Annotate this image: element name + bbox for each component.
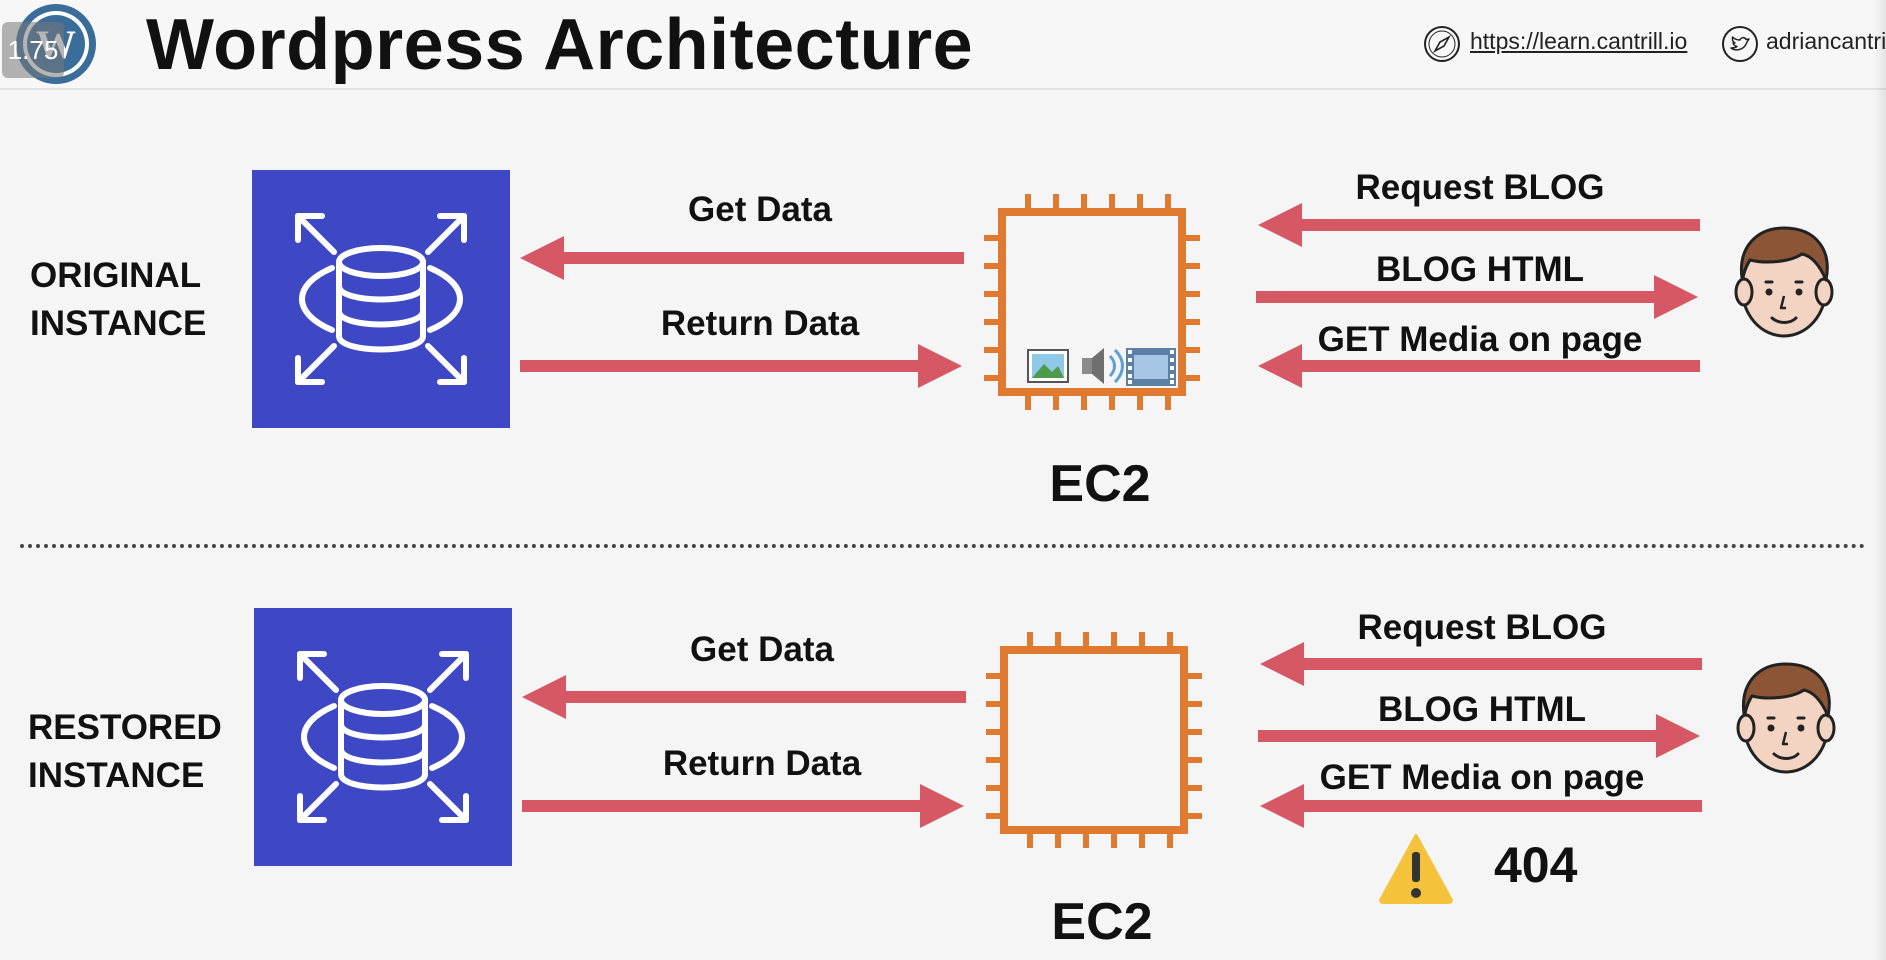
request-blog-label: Request BLOG (1355, 168, 1605, 207)
compass-icon (1424, 26, 1460, 62)
request-blog-arrow (1258, 203, 1700, 247)
page-title: Wordpress Architecture (146, 5, 974, 85)
return-data-arrow (520, 344, 962, 388)
speaker-icon (1082, 348, 1124, 384)
get-data-label: Get Data (688, 190, 832, 229)
user-face-icon (1736, 662, 1836, 774)
request-blog-label: Request BLOG (1357, 608, 1607, 647)
blog-html-label: BLOG HTML (1377, 690, 1587, 729)
return-data-label: Return Data (662, 744, 862, 783)
original-instance-label: ORIGINAL INSTANCE (30, 252, 206, 348)
section-divider (20, 544, 1866, 548)
get-media-arrow (1260, 784, 1702, 828)
ec2-label: EC2 (1051, 893, 1153, 951)
request-blog-arrow (1260, 642, 1702, 686)
ec2-chip-icon (986, 632, 1202, 848)
error-404-code: 404 (1494, 837, 1578, 893)
return-data-arrow (522, 784, 964, 828)
twitter-bird-icon (1722, 26, 1758, 62)
get-data-arrow (522, 675, 966, 719)
edge-shade (1874, 0, 1886, 960)
blog-html-arrow (1258, 714, 1700, 758)
get-data-arrow (520, 236, 964, 280)
get-media-label: GET Media on page (1319, 758, 1645, 797)
image-icon (1027, 349, 1069, 383)
film-icon (1126, 348, 1176, 386)
blog-html-label: BLOG HTML (1375, 250, 1585, 289)
arrow-layer (520, 203, 1702, 828)
slide-header: W 1.75 Wordpress Architecture https://le… (0, 0, 1886, 90)
original-label-line2: INSTANCE (30, 304, 207, 343)
restored-label-line1: RESTORED (28, 708, 222, 747)
return-data-label: Return Data (660, 304, 860, 343)
restored-label-line2: INSTANCE (28, 756, 205, 795)
get-data-label: Get Data (690, 630, 834, 669)
user-face-icon (1734, 226, 1834, 338)
website-link[interactable]: https://learn.cantrill.io (1470, 28, 1688, 54)
warning-icon (1379, 833, 1453, 904)
ec2-label: EC2 (1049, 455, 1151, 513)
original-label-line1: ORIGINAL (30, 256, 202, 295)
twitter-handle[interactable]: adriancantrill (1766, 28, 1886, 54)
blog-html-arrow (1256, 275, 1698, 319)
restored-instance-label: RESTORED INSTANCE (28, 704, 222, 800)
slide-number: 1.75 (2, 22, 64, 78)
get-media-arrow (1258, 344, 1700, 388)
get-media-label: GET Media on page (1317, 320, 1643, 359)
